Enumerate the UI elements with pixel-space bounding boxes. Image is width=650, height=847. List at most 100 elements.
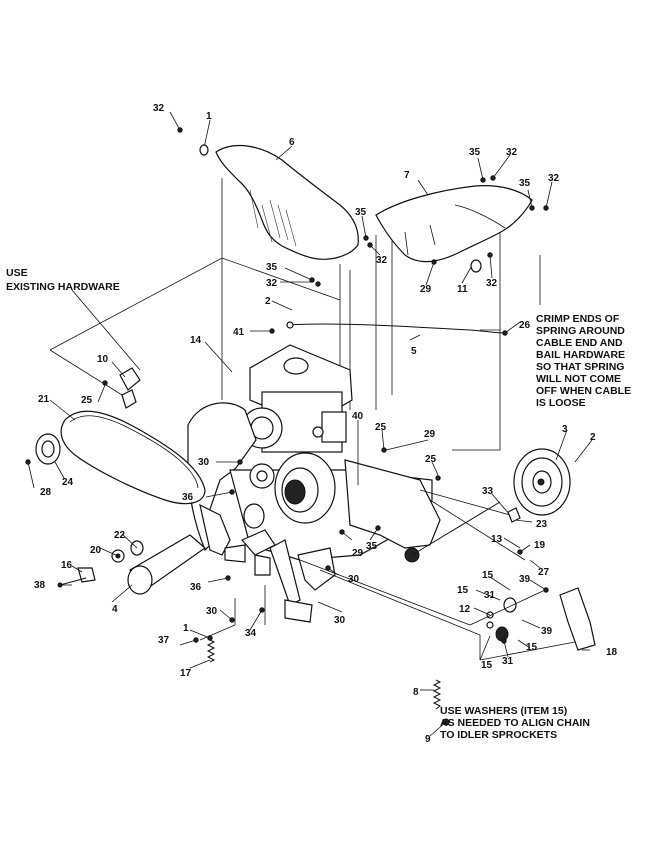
note-line: BAIL HARDWARE bbox=[536, 349, 625, 361]
callout-label: 29 bbox=[420, 284, 432, 295]
callout-label: 21 bbox=[38, 394, 50, 405]
callout-label: 20 bbox=[90, 545, 102, 556]
leader-lines bbox=[27, 111, 593, 737]
clutch-drum bbox=[243, 452, 336, 529]
callout-label: 39 bbox=[541, 626, 553, 637]
callout-label: 32 bbox=[266, 278, 278, 289]
callout-label: 7 bbox=[404, 170, 410, 181]
callout-label: 36 bbox=[182, 492, 194, 503]
callout-label: 29 bbox=[352, 548, 364, 559]
callout-label: 41 bbox=[233, 327, 245, 338]
callout-label: 13 bbox=[491, 534, 503, 545]
callout-label: 23 bbox=[536, 519, 548, 530]
callout-label: 34 bbox=[245, 628, 257, 639]
callout-label: 18 bbox=[606, 647, 618, 658]
idler-sprockets bbox=[404, 501, 517, 642]
callout-label: 14 bbox=[190, 335, 202, 346]
callout-label: 38 bbox=[34, 580, 46, 591]
callout-label: 11 bbox=[457, 284, 468, 295]
guard-part-18 bbox=[559, 587, 596, 651]
callout-label: 27 bbox=[538, 567, 550, 578]
callout-label: 39 bbox=[519, 574, 531, 585]
pulley-part-24 bbox=[35, 433, 61, 465]
axle-tube-part-4 bbox=[127, 534, 206, 595]
note-line: CABLE END AND bbox=[536, 337, 623, 349]
callout-label: 4 bbox=[112, 604, 118, 615]
left-small-parts bbox=[57, 367, 144, 588]
chain-cover-part-7 bbox=[375, 185, 533, 451]
callout-label: 6 bbox=[289, 137, 295, 148]
note-use-existing-hardware: USE EXISTING HARDWARE bbox=[6, 267, 120, 293]
callout-label: 2 bbox=[590, 432, 596, 443]
note-line: USE WASHERS (ITEM 15) bbox=[440, 705, 567, 717]
callout-label: 31 bbox=[502, 656, 514, 667]
callout-label: 5 bbox=[411, 346, 417, 357]
note-line: USE bbox=[6, 267, 28, 279]
callout-label: 29 bbox=[424, 429, 436, 440]
callout-label: 36 bbox=[190, 582, 202, 593]
note-line: SO THAT SPRING bbox=[536, 361, 624, 373]
callout-label: 8 bbox=[413, 687, 419, 698]
callout-label: 16 bbox=[61, 560, 73, 571]
chain-part-8 bbox=[432, 679, 442, 710]
callout-label: 30 bbox=[206, 606, 218, 617]
callout-label: 32 bbox=[506, 147, 518, 158]
callout-label: 22 bbox=[114, 530, 126, 541]
engine-assembly bbox=[229, 344, 353, 453]
note-line: EXISTING HARDWARE bbox=[6, 281, 120, 293]
note-line: TO IDLER SPROCKETS bbox=[440, 729, 557, 741]
callout-label: 28 bbox=[40, 487, 52, 498]
callout-label: 25 bbox=[81, 395, 93, 406]
callout-label: 15 bbox=[481, 660, 493, 671]
callout-label: 35 bbox=[366, 541, 378, 552]
callout-label: 30 bbox=[334, 615, 346, 626]
callout-label: 35 bbox=[519, 178, 531, 189]
callout-label: 32 bbox=[548, 173, 560, 184]
note-line: IS LOOSE bbox=[536, 397, 586, 409]
callout-label: 15 bbox=[457, 585, 469, 596]
hardware-fasteners bbox=[25, 127, 549, 726]
callout-label: 40 bbox=[352, 411, 364, 422]
callout-label: 9 bbox=[425, 734, 431, 745]
callout-label: 32 bbox=[376, 255, 388, 266]
callout-label: 1 bbox=[206, 111, 212, 122]
callout-label: 12 bbox=[459, 604, 471, 615]
callout-label: 35 bbox=[469, 147, 481, 158]
callout-label: 10 bbox=[97, 354, 109, 365]
note-line: AS NEEDED TO ALIGN CHAIN bbox=[440, 717, 590, 729]
callout-label: 1 bbox=[183, 623, 189, 634]
callout-label: 17 bbox=[180, 668, 192, 679]
part-callouts: 32 1 6 35 32 7 35 32 35 32 35 32 29 11 3… bbox=[34, 103, 618, 745]
callout-label: 31 bbox=[484, 590, 496, 601]
callout-label: 35 bbox=[266, 262, 278, 273]
callout-label: 19 bbox=[534, 540, 546, 551]
spring-part-17 bbox=[206, 639, 216, 663]
note-crimp-spring: CRIMP ENDS OF SPRING AROUND CABLE END AN… bbox=[536, 313, 631, 409]
callout-label: 15 bbox=[526, 642, 538, 653]
callout-label: 30 bbox=[348, 574, 360, 585]
wheel-part-3 bbox=[513, 448, 571, 516]
note-line: SPRING AROUND bbox=[536, 325, 625, 337]
callout-label: 35 bbox=[355, 207, 367, 218]
shaft-guide-lines bbox=[199, 489, 576, 661]
callout-label: 30 bbox=[198, 457, 210, 468]
cable-part-5 bbox=[287, 323, 506, 334]
callout-label: 24 bbox=[62, 477, 74, 488]
callout-label: 26 bbox=[519, 320, 531, 331]
callout-label: 37 bbox=[158, 635, 170, 646]
callout-label: 25 bbox=[425, 454, 437, 465]
note-line: WILL NOT COME bbox=[536, 373, 621, 385]
callout-label: 33 bbox=[482, 486, 494, 497]
note-line: OFF WHEN CABLE bbox=[536, 385, 631, 397]
note-line: CRIMP ENDS OF bbox=[536, 313, 620, 325]
note-use-washers: USE WASHERS (ITEM 15) AS NEEDED TO ALIGN… bbox=[440, 705, 590, 741]
linkage-arms bbox=[224, 529, 336, 623]
callout-label: 15 bbox=[482, 570, 494, 581]
callout-label: 25 bbox=[375, 422, 387, 433]
v-belt-part-21 bbox=[60, 410, 206, 505]
callout-label: 2 bbox=[265, 296, 271, 307]
belt-cover-part-6 bbox=[215, 145, 359, 400]
callout-label: 32 bbox=[486, 278, 498, 289]
callout-label: 3 bbox=[562, 424, 568, 435]
